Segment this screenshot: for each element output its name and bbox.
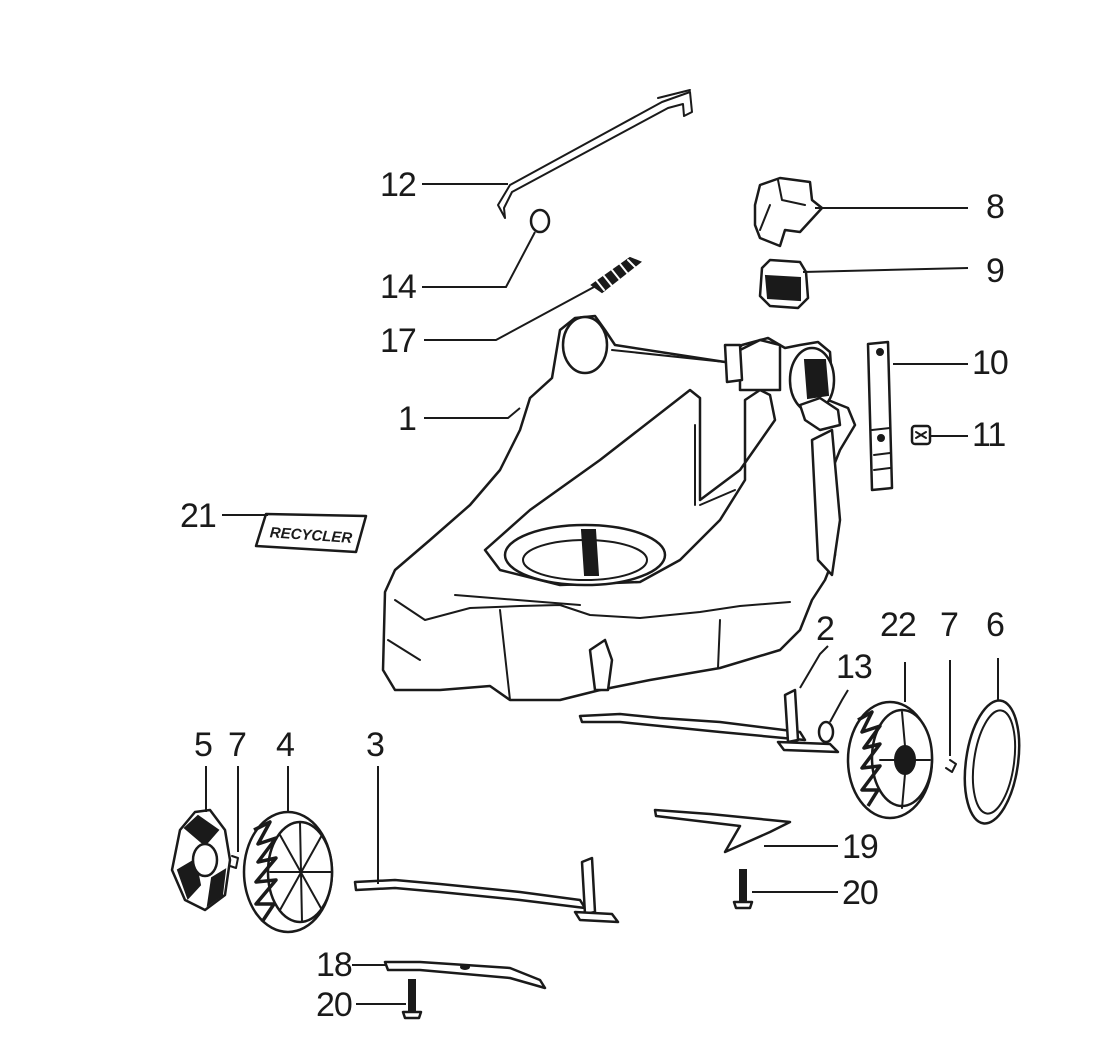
callout-12: 12 — [380, 166, 416, 204]
callout-17: 17 — [380, 322, 416, 360]
callout-22: 22 — [880, 606, 916, 644]
part-13-bushing — [817, 720, 835, 744]
callout-1: 1 — [398, 400, 416, 438]
callout-3: 3 — [366, 726, 384, 764]
part-11-clip — [910, 424, 932, 446]
callout-18: 18 — [316, 946, 352, 984]
callout-11: 11 — [972, 416, 1005, 454]
callout-21: 21 — [180, 497, 216, 535]
part-22-rear-wheel — [846, 700, 934, 820]
part-2-rear-axle — [578, 688, 840, 754]
part-14-washer — [529, 208, 551, 234]
part-12-handle-rod — [497, 89, 693, 219]
part-5-front-hubcap — [170, 808, 232, 912]
part-10-adjuster-bar — [866, 340, 894, 492]
callout-8: 8 — [986, 188, 1004, 226]
part-17-spring — [590, 256, 642, 294]
part-20-bolt-upper — [732, 869, 754, 910]
part-21-recycler-decal: RECYCLER — [254, 512, 368, 554]
part-7-pin-left — [229, 855, 239, 869]
part-6-hubcap — [963, 699, 1021, 825]
decal-text: RECYCLER — [269, 524, 353, 547]
part-3-front-axle — [353, 856, 620, 924]
part-8-cover-cap — [753, 176, 824, 248]
callout-7-right: 7 — [940, 606, 958, 644]
callout-5: 5 — [194, 726, 212, 764]
callout-4: 4 — [276, 726, 294, 764]
part-19-blade — [653, 808, 792, 854]
callout-6: 6 — [986, 606, 1004, 644]
callout-14: 14 — [380, 268, 416, 306]
callout-2: 2 — [816, 610, 834, 648]
callout-10: 10 — [972, 344, 1008, 382]
part-18-blade — [383, 960, 547, 990]
callout-9: 9 — [986, 252, 1004, 290]
callout-20-upper: 20 — [842, 874, 878, 912]
callout-13: 13 — [836, 648, 872, 686]
part-4-front-wheel — [242, 810, 334, 934]
callout-7-left: 7 — [228, 726, 246, 764]
callout-20-lower: 20 — [316, 986, 352, 1024]
callout-numbers: 12 14 17 1 21 8 9 10 11 2 13 22 7 6 5 7 … — [180, 166, 1009, 1024]
callout-19: 19 — [842, 828, 878, 866]
part-1-deck-housing — [381, 314, 857, 702]
part-7-pin-right — [945, 759, 957, 773]
part-9-switch-block — [758, 258, 810, 310]
leader-lines — [205, 183, 999, 1005]
part-20-bolt-lower — [401, 979, 423, 1020]
